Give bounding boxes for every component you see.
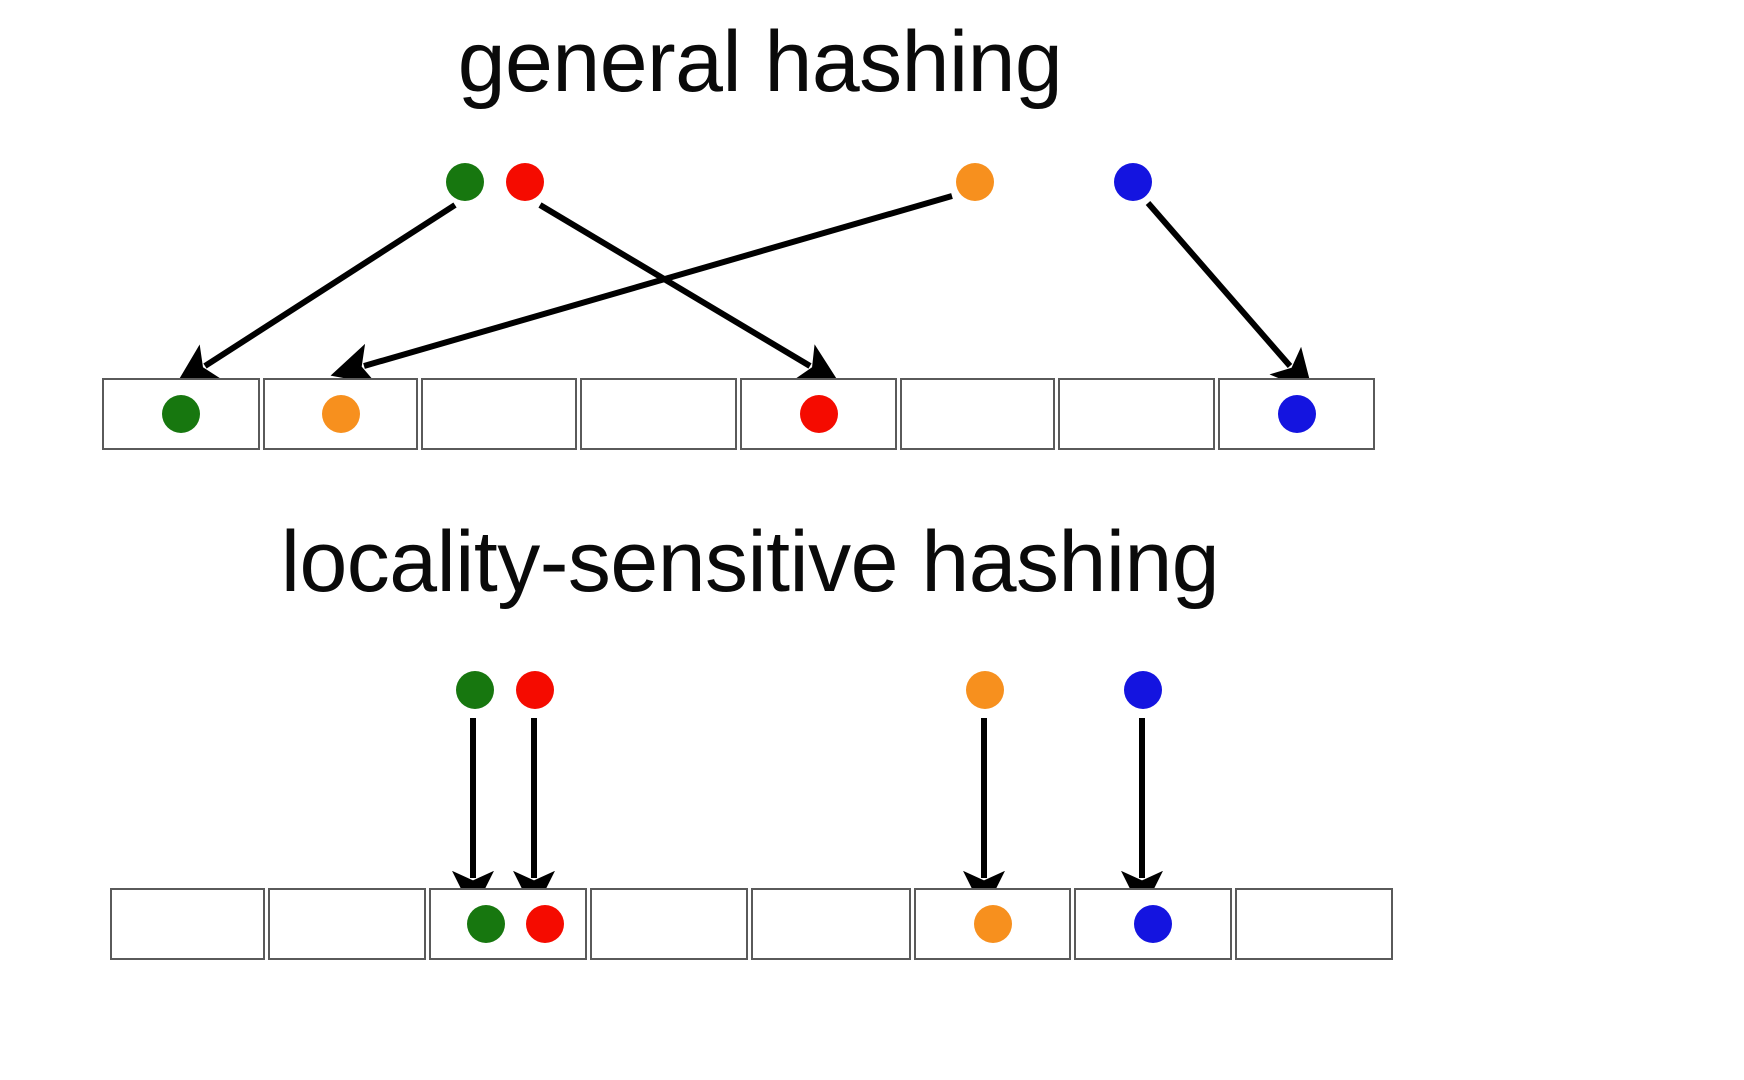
bucket-lsh-4[interactable] bbox=[590, 888, 748, 960]
page-title-locality-sensitive-hashing: locality-sensitive hashing bbox=[280, 514, 1220, 610]
bucket-3[interactable] bbox=[421, 378, 577, 450]
source-dot-lsh-blue[interactable] bbox=[1124, 671, 1162, 709]
source-dot-green[interactable] bbox=[446, 163, 484, 201]
arrow-orange-to-bucket-2 bbox=[330, 193, 953, 385]
source-dot-lsh-red[interactable] bbox=[516, 671, 554, 709]
bucket-2[interactable] bbox=[263, 378, 418, 450]
bucket-dot-lsh-green bbox=[467, 905, 506, 943]
page-title-general-hashing: general hashing bbox=[457, 14, 1063, 110]
source-dot-lsh-green[interactable] bbox=[456, 671, 494, 709]
bucket-7[interactable] bbox=[1058, 378, 1215, 450]
bucket-lsh-6[interactable] bbox=[914, 888, 1071, 960]
source-dot-orange[interactable] bbox=[956, 163, 994, 201]
arrow-red-to-bucket-5 bbox=[538, 202, 840, 384]
source-dot-lsh-orange[interactable] bbox=[966, 671, 1004, 709]
bucket-4[interactable] bbox=[580, 378, 737, 450]
bucket-lsh-3[interactable] bbox=[429, 888, 587, 960]
bucket-lsh-2[interactable] bbox=[268, 888, 426, 960]
hash-table-lsh bbox=[110, 888, 1393, 960]
bucket-dot-green bbox=[162, 395, 200, 433]
bucket-dot-orange bbox=[321, 395, 360, 433]
bucket-dot-lsh-red bbox=[525, 905, 564, 943]
bucket-8[interactable] bbox=[1218, 378, 1375, 450]
bucket-dot-red bbox=[799, 395, 838, 433]
bucket-dot-lsh-blue bbox=[1134, 905, 1172, 943]
arrow-blue-to-bucket-8 bbox=[1145, 201, 1313, 393]
bucket-1[interactable] bbox=[102, 378, 260, 450]
arrow-green-to-bucket-1 bbox=[175, 202, 457, 385]
bucket-lsh-8[interactable] bbox=[1235, 888, 1393, 960]
bucket-6[interactable] bbox=[900, 378, 1055, 450]
source-dot-blue[interactable] bbox=[1114, 163, 1152, 201]
bucket-dot-blue bbox=[1277, 395, 1316, 433]
bucket-lsh-7[interactable] bbox=[1074, 888, 1232, 960]
bucket-lsh-1[interactable] bbox=[110, 888, 265, 960]
bucket-dot-lsh-orange bbox=[973, 905, 1012, 943]
bucket-5[interactable] bbox=[740, 378, 897, 450]
bucket-lsh-5[interactable] bbox=[751, 888, 911, 960]
source-dot-red[interactable] bbox=[506, 163, 544, 201]
hash-table-general bbox=[102, 378, 1375, 450]
